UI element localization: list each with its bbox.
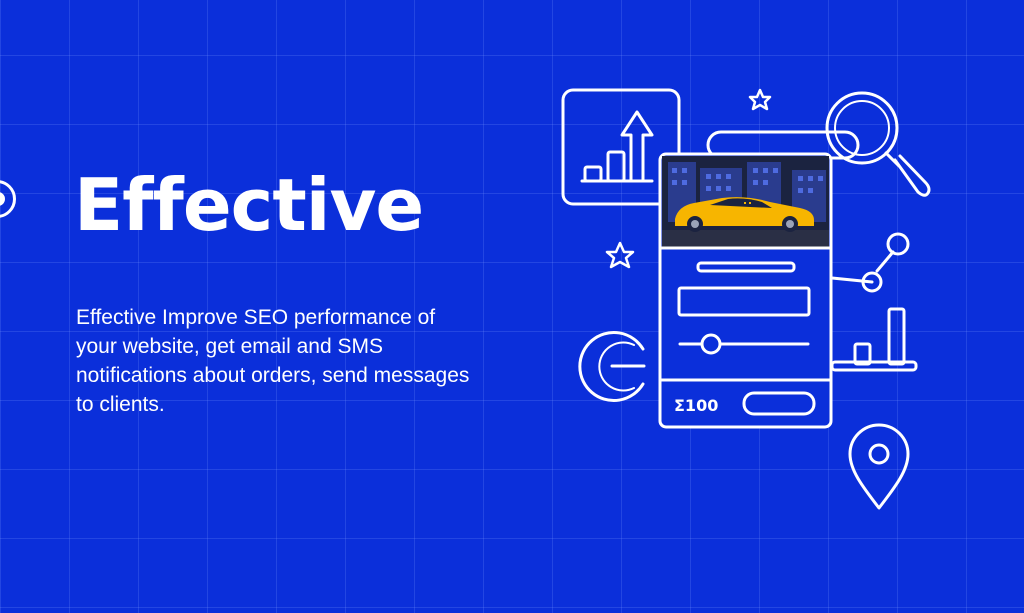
phone-card: Σ100 (658, 152, 833, 429)
star-icon (748, 88, 772, 111)
google-g-icon (578, 331, 646, 402)
partial-circle-decoration (0, 180, 16, 218)
page-title: Effective (74, 163, 424, 247)
star-icon (605, 241, 635, 269)
map-pin-icon (848, 423, 910, 510)
seo-illustration: Σ100 (561, 88, 931, 510)
magnifier-icon (825, 91, 931, 197)
page-description: Effective Improve SEO performance of you… (76, 306, 470, 416)
taxi-car-icon (675, 197, 814, 232)
action-button-placeholder (742, 391, 816, 416)
bar-chart-icon (830, 307, 918, 372)
slider-icon (678, 333, 810, 355)
text-line-placeholder (696, 261, 796, 273)
input-box-placeholder (677, 286, 811, 317)
building-windows (672, 168, 823, 193)
network-nodes-icon (830, 232, 910, 293)
growth-chart-icon (561, 88, 681, 206)
total-amount: Σ100 (674, 396, 718, 415)
